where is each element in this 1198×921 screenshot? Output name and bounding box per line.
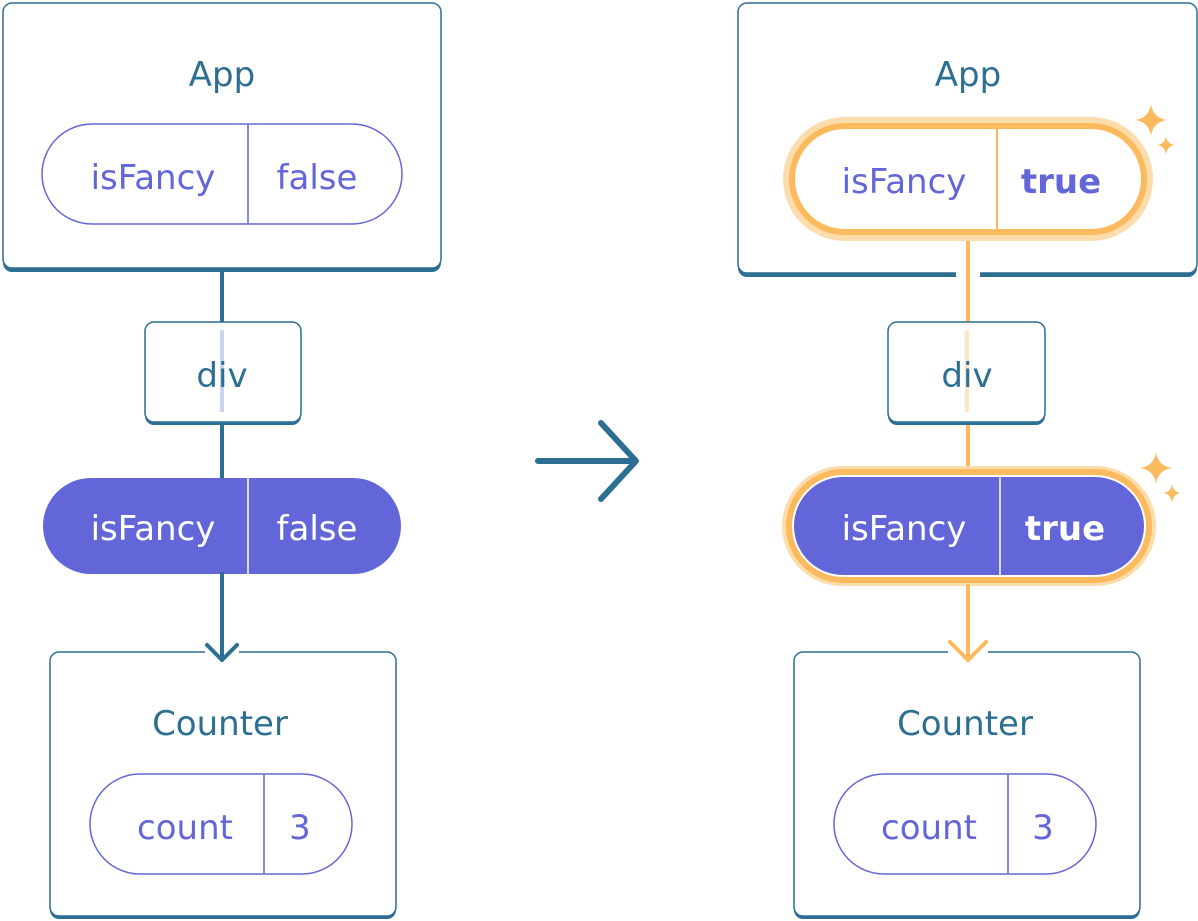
arrow-right-icon (535, 420, 639, 502)
after-tree: App isFancy true div (737, 2, 1198, 919)
prop-name: isFancy (91, 158, 216, 198)
counter-node: Counter count 3 (793, 645, 1141, 919)
node-title: div (941, 356, 992, 396)
app-node: App isFancy true (737, 2, 1198, 280)
state-pill: count 3 (89, 773, 353, 875)
node-title: App (935, 55, 1001, 95)
prop-name: isFancy (91, 509, 216, 549)
node-title: App (189, 55, 255, 95)
fancy-prop-pill: isFancy false (43, 478, 401, 574)
fancy-prop-pill-highlighted: isFancy true (782, 466, 1156, 586)
prop-value: false (277, 509, 358, 549)
prop-value: true (1025, 509, 1105, 549)
state-value: 3 (1032, 808, 1054, 848)
counter-node: Counter count 3 (49, 638, 397, 919)
state-name: count (137, 808, 233, 848)
sparkle-icon (1140, 452, 1181, 503)
node-title: div (196, 356, 247, 396)
prop-value: true (1021, 162, 1101, 202)
prop-pill-highlighted: isFancy true (783, 117, 1153, 241)
prop-pill: isFancy false (41, 123, 403, 225)
node-title: Counter (152, 704, 288, 744)
app-node: App isFancy false (2, 2, 442, 272)
prop-name: isFancy (842, 162, 967, 202)
arrow-down-icon (948, 584, 988, 662)
before-tree: App isFancy false div isFancy false (2, 2, 442, 919)
node-title: Counter (897, 704, 1033, 744)
prop-name: isFancy (842, 509, 967, 549)
prop-value: false (277, 158, 358, 198)
sparkle-icon (1135, 104, 1175, 155)
state-name: count (881, 808, 977, 848)
state-value: 3 (289, 808, 311, 848)
state-pill: count 3 (833, 773, 1097, 875)
div-node: div (887, 321, 1046, 425)
div-node: div (144, 321, 302, 425)
